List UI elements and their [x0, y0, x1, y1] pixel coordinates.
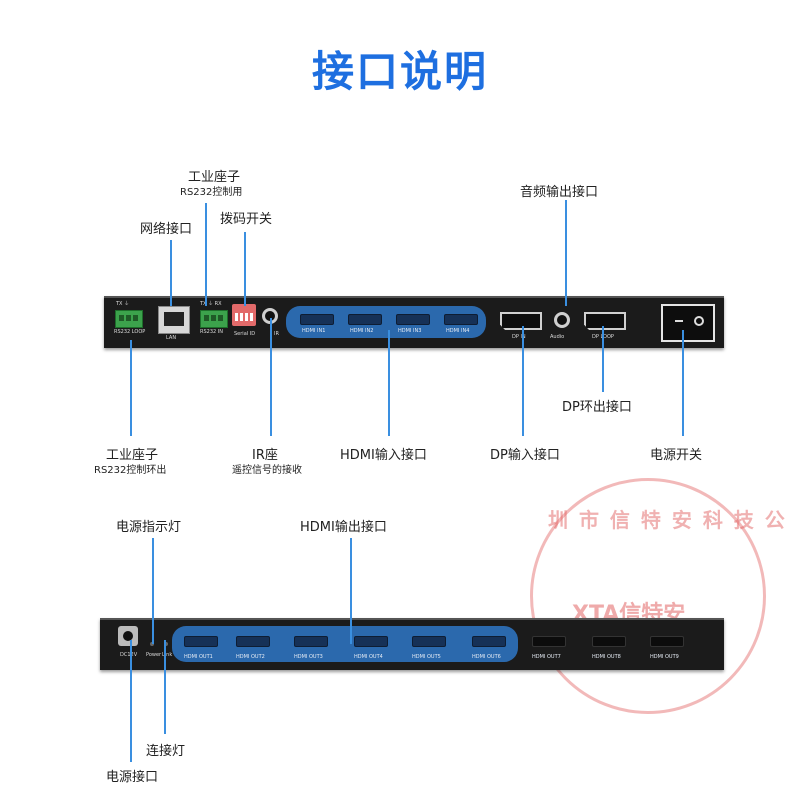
terminal-loop-title: 工业座子 — [106, 448, 159, 463]
leader-power-jack — [130, 640, 132, 762]
leader-hdmi-out — [350, 538, 352, 644]
hdmi-out-9-label: HDMI OUT9 — [650, 654, 679, 660]
hdmi-in-label: HDMI输入接口 — [340, 448, 427, 463]
terminal-in-subtitle: RS232控制用 — [180, 187, 243, 198]
leader-dp-loop — [602, 326, 604, 392]
dip-label: Serial ID — [234, 331, 256, 337]
power-switch-label: 电源开关 — [650, 448, 703, 463]
tx-rx-in-label: TX ⏚ RX — [200, 301, 222, 307]
watermark-stamp — [530, 478, 766, 714]
input-panel: TX ⏚ RS232 LOOP LAN TX ⏚ RX RS232 IN Ser… — [104, 296, 724, 348]
audio-panel-label: Audio — [550, 334, 565, 340]
audio-out-label: 音频输出接口 — [520, 185, 599, 200]
dc-label: DC12V — [120, 652, 138, 658]
link-led — [164, 642, 168, 646]
hdmi-out-6-port[interactable] — [472, 636, 506, 647]
terminal-loop-subtitle: RS232控制环出 — [94, 465, 167, 476]
hdmi-out-7-port[interactable] — [532, 636, 566, 647]
leader-link-led — [164, 640, 166, 734]
dp-in-port[interactable] — [500, 312, 542, 330]
dp-in-label: DP输入接口 — [490, 448, 560, 463]
leader-audio — [565, 200, 567, 306]
hdmi-output-group — [172, 626, 518, 662]
rs232-in-terminal[interactable] — [200, 310, 228, 328]
hdmi-out-8-port[interactable] — [592, 636, 626, 647]
hdmi-in-1-port[interactable] — [300, 314, 334, 325]
hdmi-out-9-port[interactable] — [650, 636, 684, 647]
leader-power-led — [152, 538, 154, 644]
dip-switch-label: 拨码开关 — [220, 212, 273, 227]
hdmi-out-1-label: HDMI OUT1 — [184, 654, 213, 660]
leader-hdmi-in — [388, 330, 390, 436]
hdmi-out-3-label: HDMI OUT3 — [294, 654, 323, 660]
hdmi-in-1-label: HDMI IN1 — [302, 328, 326, 334]
hdmi-out-5-label: HDMI OUT5 — [412, 654, 441, 660]
hdmi-out-3-port[interactable] — [294, 636, 328, 647]
power-jack-label: 电源接口 — [106, 770, 159, 785]
hdmi-out-4-port[interactable] — [354, 636, 388, 647]
dc-power-jack[interactable] — [118, 626, 138, 646]
hdmi-in-4-port[interactable] — [444, 314, 478, 325]
tx-rx-loop-label: TX ⏚ — [116, 301, 130, 307]
leader-terminal-in — [205, 203, 207, 306]
hdmi-out-label: HDMI输出接口 — [300, 520, 387, 535]
hdmi-in-4-label: HDMI IN4 — [446, 328, 470, 334]
leader-terminal-loop — [130, 340, 132, 436]
dip-switch[interactable] — [232, 304, 256, 326]
network-label: 网络接口 — [140, 222, 193, 237]
hdmi-out-8-label: HDMI OUT8 — [592, 654, 621, 660]
power-led-panel-label: Power — [146, 652, 162, 658]
power-rocker-switch[interactable] — [661, 304, 715, 342]
hdmi-out-4-label: HDMI OUT4 — [354, 654, 383, 660]
hdmi-in-2-label: HDMI IN2 — [350, 328, 374, 334]
dp-loop-port[interactable] — [584, 312, 626, 330]
page-title: 接口说明 — [311, 47, 488, 96]
rs232-in-label: RS232 IN — [200, 329, 223, 335]
leader-ir — [270, 318, 272, 436]
audio-jack[interactable] — [554, 312, 570, 328]
power-led-label: 电源指示灯 — [116, 520, 182, 535]
watermark-arc-text: 圳 市 信 特 安 科 技 公 — [548, 508, 787, 532]
lan-port[interactable] — [158, 306, 190, 334]
terminal-in-title: 工业座子 — [188, 170, 241, 185]
hdmi-out-6-label: HDMI OUT6 — [472, 654, 501, 660]
leader-dp-in — [522, 326, 524, 436]
link-led-label: 连接灯 — [146, 744, 186, 759]
ir-title: IR座 — [252, 448, 278, 463]
ir-subtitle: 遥控信号的接收 — [232, 465, 302, 476]
hdmi-out-1-port[interactable] — [184, 636, 218, 647]
dp-in-panel-label: DP IN — [512, 334, 526, 340]
lan-label: LAN — [166, 335, 177, 341]
rs232-loop-label: RS232 LOOP — [114, 329, 146, 335]
hdmi-out-5-port[interactable] — [412, 636, 446, 647]
hdmi-out-2-port[interactable] — [236, 636, 270, 647]
leader-power-switch — [682, 330, 684, 436]
output-panel: DC12V Power Link HDMI OUT1 HDMI OUT2 HDM… — [100, 618, 724, 670]
dp-loop-label: DP环出接口 — [562, 400, 632, 415]
rs232-loop-terminal[interactable] — [115, 310, 143, 328]
leader-dip — [244, 232, 246, 306]
link-led-panel-label: Link — [162, 652, 173, 658]
hdmi-out-7-label: HDMI OUT7 — [532, 654, 561, 660]
power-led — [150, 642, 154, 646]
hdmi-in-2-port[interactable] — [348, 314, 382, 325]
ir-panel-label: IR — [274, 331, 279, 337]
hdmi-in-3-port[interactable] — [396, 314, 430, 325]
leader-network — [170, 240, 172, 306]
hdmi-in-3-label: HDMI IN3 — [398, 328, 422, 334]
hdmi-out-2-label: HDMI OUT2 — [236, 654, 265, 660]
